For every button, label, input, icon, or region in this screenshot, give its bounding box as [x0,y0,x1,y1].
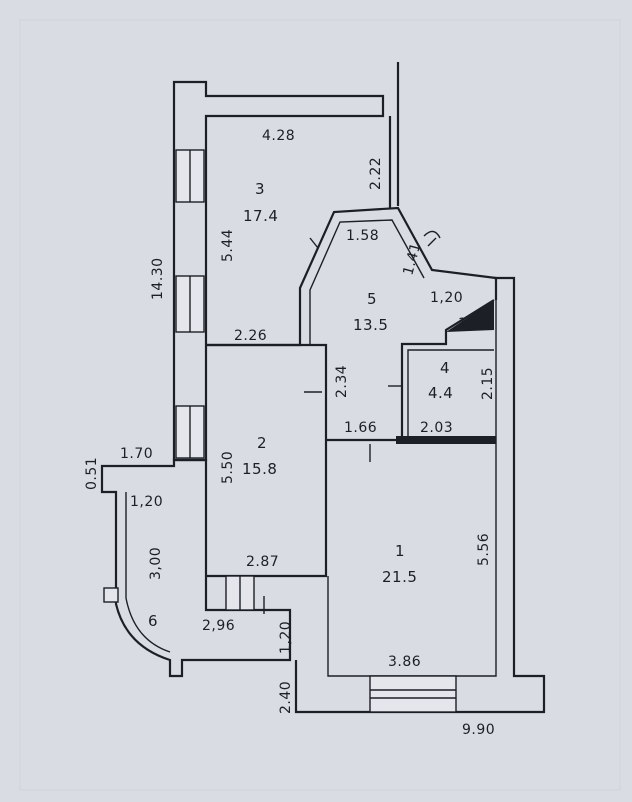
dim-1-18: 1,18 [458,316,491,332]
dim-5-50: 5.50 [220,451,236,484]
wall-corner-fill [446,300,494,332]
room-6-number: 6 [148,612,158,630]
balcony-wall [100,458,292,678]
room-5-number: 5 [367,290,377,308]
hall-angle-inner [309,219,425,345]
dim-2-96: 2,96 [202,618,235,634]
room-4-area: 4.4 [428,384,453,402]
window-room-1 [369,675,457,713]
balcony-column [103,587,119,603]
room-3-area: 17.4 [243,207,278,225]
dim-1-66: 1.66 [344,420,377,436]
dim-2-03: 2.03 [420,420,453,436]
dim-2-87: 2.87 [246,554,279,570]
dim-14-30: 14.30 [150,257,166,300]
room-4-walls [400,299,495,440]
dim-3-86: 3.86 [388,654,421,670]
dim-2-15: 2.15 [480,367,496,400]
entrance-door-swing [423,230,441,247]
room-4-number: 4 [440,359,450,377]
dim-1-70: 1.70 [120,446,153,462]
room-1-area: 21.5 [382,568,417,586]
dim-0-51: 0.51 [84,457,100,490]
exterior-wall-right [294,276,546,714]
room-4-bottom-wall [396,436,496,444]
dim-5-56: 5.56 [476,533,492,566]
dim-1-20-corridor: 1,20 [278,621,294,654]
dim-3-00: 3,00 [148,547,164,580]
dim-2-34: 2.34 [334,365,350,398]
room-3-number: 3 [255,180,265,198]
paper-border [19,19,621,791]
dim-9-90: 9.90 [462,722,495,738]
dim-2-40: 2.40 [278,681,294,714]
room-3-inner-wall [206,206,498,347]
dim-1-20: 1,20 [430,290,463,306]
balcony-glazing [125,492,171,653]
dim-4-28: 4.28 [262,128,295,144]
room-4-inner [407,349,494,440]
dim-2-22: 2.22 [368,157,384,190]
door-tick-room-3 [309,237,319,249]
room-2-area: 15.8 [242,460,277,478]
dim-2-26: 2.26 [234,328,267,344]
room-5-area: 13.5 [353,316,388,334]
room-2-walls [206,343,328,578]
room-1-number: 1 [395,542,405,560]
dim-1-20-balcony: 1,20 [130,494,163,510]
dim-1-58: 1.58 [346,228,379,244]
room-2-number: 2 [257,434,267,452]
dim-5-44: 5.44 [220,229,236,262]
